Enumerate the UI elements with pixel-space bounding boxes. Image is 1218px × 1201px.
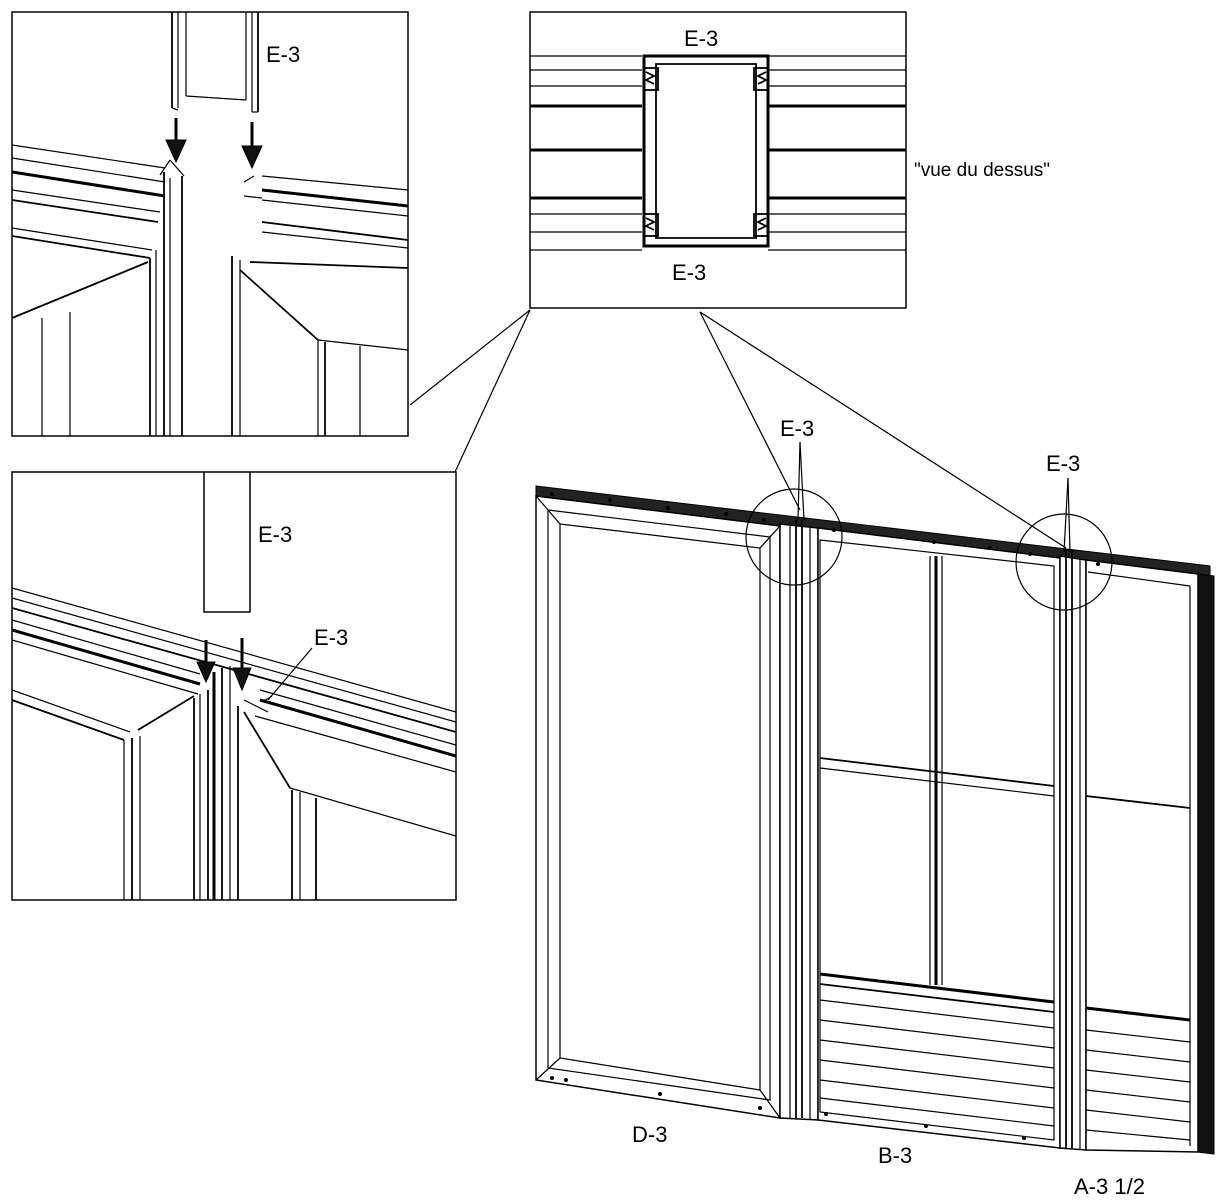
panel-d3 <box>535 495 781 1119</box>
detail-circle-1 <box>745 488 843 586</box>
detail-inset-top-left: E-3 <box>11 11 409 437</box>
top-rails-inset2 <box>12 587 456 773</box>
detail-circle-2 <box>1015 513 1113 611</box>
detail-inset-bottom-left: E-3 E-3 <box>11 471 457 901</box>
down-arrow-icon <box>196 640 216 684</box>
label-e3-inset1: E-3 <box>266 42 300 67</box>
e3-connector-1 <box>779 520 819 1121</box>
right-frame-rails <box>231 175 408 436</box>
top-view-caption: "vue du dessus" <box>914 160 1050 181</box>
top-view-right-profiles <box>768 55 906 251</box>
top-view-left-profiles <box>530 55 642 251</box>
down-arrow-icon <box>241 122 263 170</box>
label-e3-wall-1: E-3 <box>780 416 814 441</box>
panel-a3-half <box>1085 559 1199 1153</box>
left-frame-inset2 <box>12 668 223 900</box>
left-frame-rails <box>12 144 185 436</box>
down-arrow-icon <box>232 638 252 692</box>
label-e3-top: E-3 <box>684 26 718 51</box>
label-e3-bottom: E-3 <box>672 260 706 285</box>
label-e3-strip: E-3 <box>258 522 292 547</box>
e3-strip-bottom-left <box>203 472 251 613</box>
label-a3-half: A-3 1/2 <box>1074 1174 1145 1199</box>
label-e3-wall-2: E-3 <box>1046 451 1080 476</box>
down-arrow-icon <box>165 118 187 164</box>
e3-connector-section <box>642 54 770 248</box>
label-e3-clip: E-3 <box>314 625 348 650</box>
e3-profile-top-left <box>171 12 259 113</box>
top-view-inset: E-3 E-3 <box>529 11 907 309</box>
right-frame-inset2 <box>229 666 456 900</box>
panel-b3 <box>817 527 1061 1149</box>
wall-assembly <box>535 441 1215 1155</box>
leader-lines <box>409 309 1067 549</box>
leader-e3-inset2 <box>267 647 313 701</box>
screw-dots <box>550 492 1100 1140</box>
label-b3: B-3 <box>878 1143 912 1168</box>
label-d3: D-3 <box>632 1122 667 1147</box>
e3-connector-2 <box>1059 550 1087 1151</box>
